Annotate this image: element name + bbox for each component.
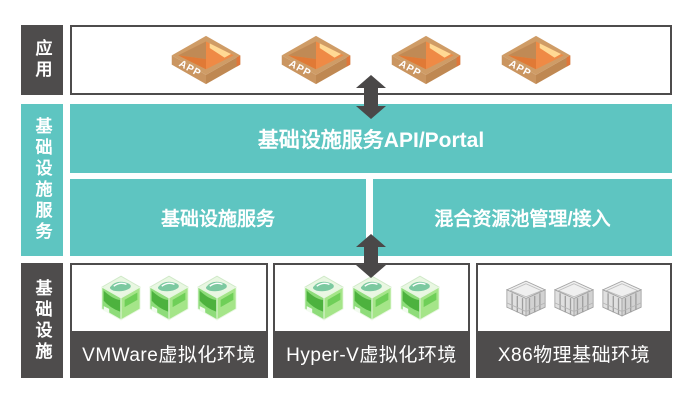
vm-cube-icon	[101, 275, 141, 321]
server-crate-icon	[506, 280, 546, 317]
env-box-vmware: VMWare虚拟化环境	[70, 263, 268, 378]
env-label-x86: X86物理基础环境	[478, 331, 670, 376]
vmware-icons-row	[72, 265, 266, 331]
app-package-icon: APP	[281, 35, 351, 85]
env-label-hyperv: Hyper-V虚拟化环境	[275, 331, 468, 376]
application-apps-panel: APP APP APP	[70, 25, 672, 95]
arrow-up-down-icon	[356, 75, 386, 119]
env-label-vmware: VMWare虚拟化环境	[72, 331, 266, 376]
vm-cube-icon	[197, 275, 237, 321]
env-box-hyperv: Hyper-V虚拟化环境	[273, 263, 470, 378]
layer-label-infrastructure-services: 基础设施服务	[21, 104, 63, 256]
api-portal-label: 基础设施服务API/Portal	[257, 128, 485, 152]
x86-icons-row	[478, 265, 670, 331]
vm-cube-icon	[399, 275, 440, 321]
arrow-up-down-icon	[356, 234, 386, 278]
hybrid-pool-box: 混合资源池管理/接入	[373, 179, 672, 256]
vm-cube-icon	[303, 275, 344, 321]
app-package-icon: APP	[391, 35, 461, 85]
layer-label-infrastructure: 基础设施	[21, 263, 63, 378]
app-package-icon: APP	[501, 35, 571, 85]
vm-cube-icon	[149, 275, 189, 321]
app-package-icon: APP	[171, 35, 241, 85]
infrastructure-service-label: 基础设施服务	[160, 209, 275, 230]
hybrid-pool-label: 混合资源池管理/接入	[434, 209, 611, 230]
server-crate-icon	[554, 280, 594, 317]
hyperv-icons-row	[275, 265, 468, 331]
vm-cube-icon	[351, 275, 392, 321]
server-crate-icon	[602, 280, 642, 317]
env-box-x86: X86物理基础环境	[476, 263, 672, 378]
infrastructure-service-box: 基础设施服务	[70, 179, 366, 256]
layer-label-application: 应用	[21, 25, 63, 95]
